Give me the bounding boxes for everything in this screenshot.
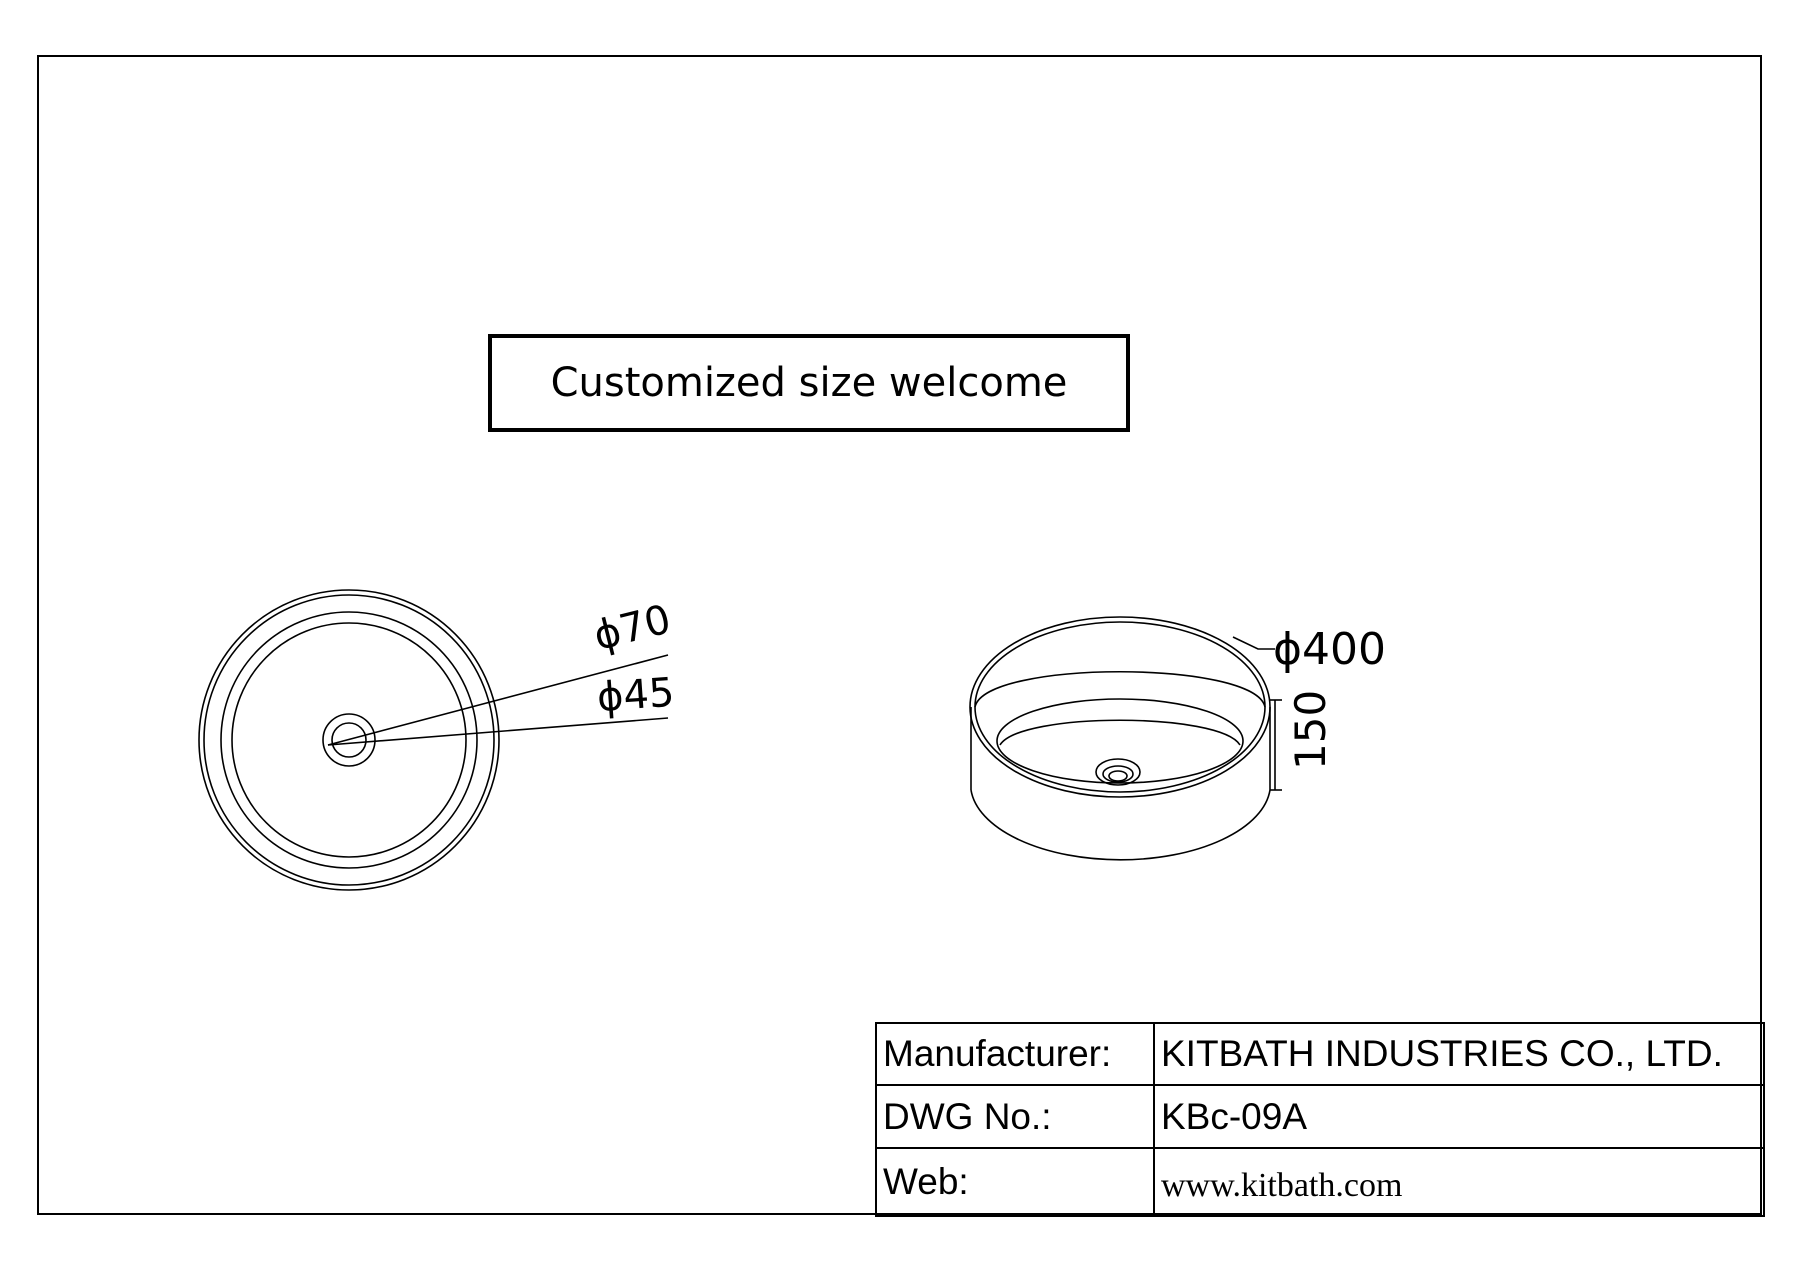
dim-label-height: 150	[1286, 690, 1335, 770]
title-row-web: Web: www.kitbath.com	[875, 1146, 1765, 1218]
basin-outer-rim	[198, 589, 500, 891]
dim-label-phi400: ϕ400	[1273, 624, 1386, 675]
top-view	[198, 589, 669, 891]
title-label-web: Web:	[875, 1146, 1155, 1218]
title-row-dwg-no: DWG No.: KBc-09A	[875, 1084, 1765, 1149]
dim-label-phi45: ϕ45	[595, 670, 675, 721]
basin-bowl-wall	[974, 670, 1266, 708]
title-value-dwg-no: KBc-09A	[1153, 1084, 1765, 1149]
basin-rim-inner-edge	[203, 594, 495, 886]
leader-line-phi70	[327, 654, 669, 746]
side-drain-inner	[1108, 770, 1128, 782]
basin-floor-shade	[999, 719, 1241, 746]
title-value-web: www.kitbath.com	[1153, 1146, 1765, 1218]
side-drain-outer	[1095, 758, 1141, 786]
basin-top-outer-ellipse	[969, 616, 1271, 798]
title-label-manufacturer: Manufacturer:	[875, 1021, 1155, 1087]
title-block: Manufacturer: KITBATH INDUSTRIES CO., LT…	[875, 1021, 1765, 1218]
side-view	[969, 616, 1282, 861]
drain-outer-circle	[322, 713, 376, 767]
basin-floor-ellipse	[996, 698, 1244, 784]
title-value-manufacturer: KITBATH INDUSTRIES CO., LTD.	[1153, 1021, 1765, 1087]
drain-inner-circle	[331, 722, 367, 758]
leader-line-phi45	[327, 717, 669, 746]
banner-text: Customized size welcome	[550, 360, 1068, 406]
dim-label-phi70: ϕ70	[589, 596, 675, 659]
side-drain-middle	[1102, 765, 1134, 783]
basin-bowl-edge	[220, 611, 478, 869]
customization-banner: Customized size welcome	[488, 334, 1130, 432]
title-row-manufacturer: Manufacturer: KITBATH INDUSTRIES CO., LT…	[875, 1021, 1765, 1087]
basin-bowl-inner-edge	[231, 622, 467, 858]
basin-bottom-curve	[970, 789, 1271, 861]
leader-line-phi400	[1232, 636, 1275, 650]
title-label-dwg-no: DWG No.:	[875, 1084, 1155, 1149]
